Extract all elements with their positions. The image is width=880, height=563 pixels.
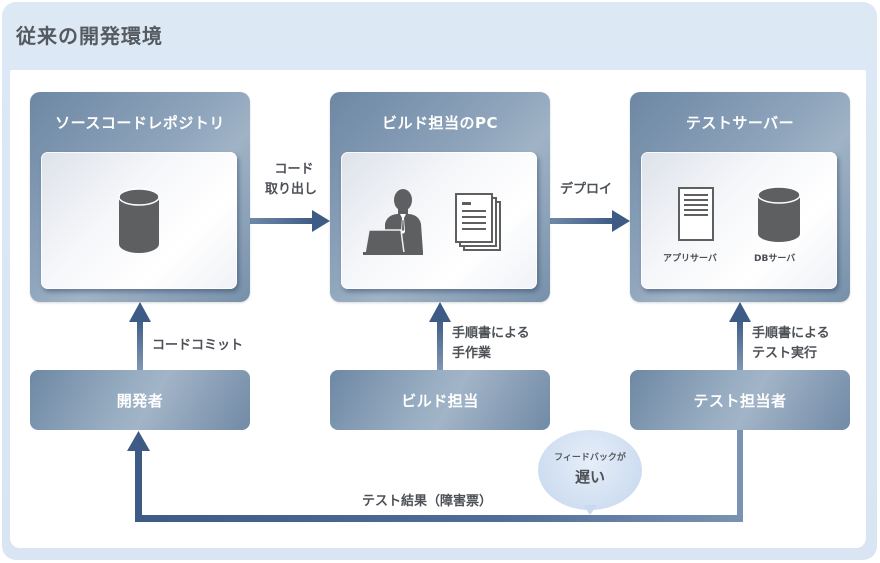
- actor-tester: テスト担当者: [630, 370, 850, 430]
- db-server-label: DBサーバ: [754, 254, 796, 264]
- manual-test-label: 手順書による テスト実行: [752, 324, 830, 364]
- checkout-label-line1: コード: [274, 162, 314, 177]
- person-laptop-icon: [363, 189, 423, 255]
- manual-build-label: 手順書による 手作業: [452, 324, 530, 364]
- actor-label: 開発者: [116, 392, 164, 410]
- panel-content: [341, 152, 537, 289]
- feedback-label: テスト結果（障害票）: [362, 494, 493, 509]
- feedback-arrow: [127, 430, 743, 522]
- app-server-icon: [678, 187, 714, 241]
- actor-label: ビルド担当: [401, 392, 479, 410]
- diagram-title: 従来の開発環境: [16, 24, 163, 48]
- callout-line1: フィードバックが: [554, 453, 626, 463]
- panel-content: [41, 152, 237, 289]
- manual-test-label-line2: テスト実行: [752, 346, 818, 361]
- app-server-label: アプリサーバ: [663, 254, 717, 264]
- panel-test-server: テストサーバー アプリサーバ DBサーバ: [630, 92, 850, 302]
- db-server-icon: [757, 186, 801, 242]
- manual-test-arrow: [729, 302, 751, 370]
- manual-build-label-line1: 手順書による: [452, 326, 530, 341]
- manual-build-arrow: [429, 302, 451, 370]
- commit-arrow: [129, 302, 151, 370]
- deploy-arrow: [550, 210, 630, 232]
- database-icon: [118, 188, 160, 253]
- checkout-label-line2: 取り出し: [264, 182, 317, 197]
- feedback-callout: フィードバックが 遅い: [538, 430, 642, 510]
- panel-title: ビルド担当のPC: [381, 114, 498, 132]
- callout-line2: 遅い: [574, 468, 605, 486]
- actor-label: テスト担当者: [693, 392, 787, 410]
- panel-title: テストサーバー: [685, 114, 795, 132]
- panel-build-pc: ビルド担当のPC: [330, 92, 550, 302]
- commit-label: コードコミット: [152, 338, 244, 353]
- documents-icon: [455, 193, 501, 251]
- manual-test-label-line1: 手順書による: [752, 326, 830, 341]
- actor-builder: ビルド担当: [330, 370, 550, 430]
- panel-title: ソースコードレポジトリ: [55, 114, 225, 132]
- checkout-arrow: [250, 210, 330, 232]
- actor-developer: 開発者: [30, 370, 250, 430]
- manual-build-label-line2: 手作業: [452, 346, 492, 361]
- panel-content: アプリサーバ DBサーバ: [641, 152, 837, 289]
- deploy-label: デプロイ: [560, 182, 613, 197]
- panel-source-repository: ソースコードレポジトリ: [30, 92, 250, 302]
- checkout-label: コード 取り出し: [265, 160, 322, 200]
